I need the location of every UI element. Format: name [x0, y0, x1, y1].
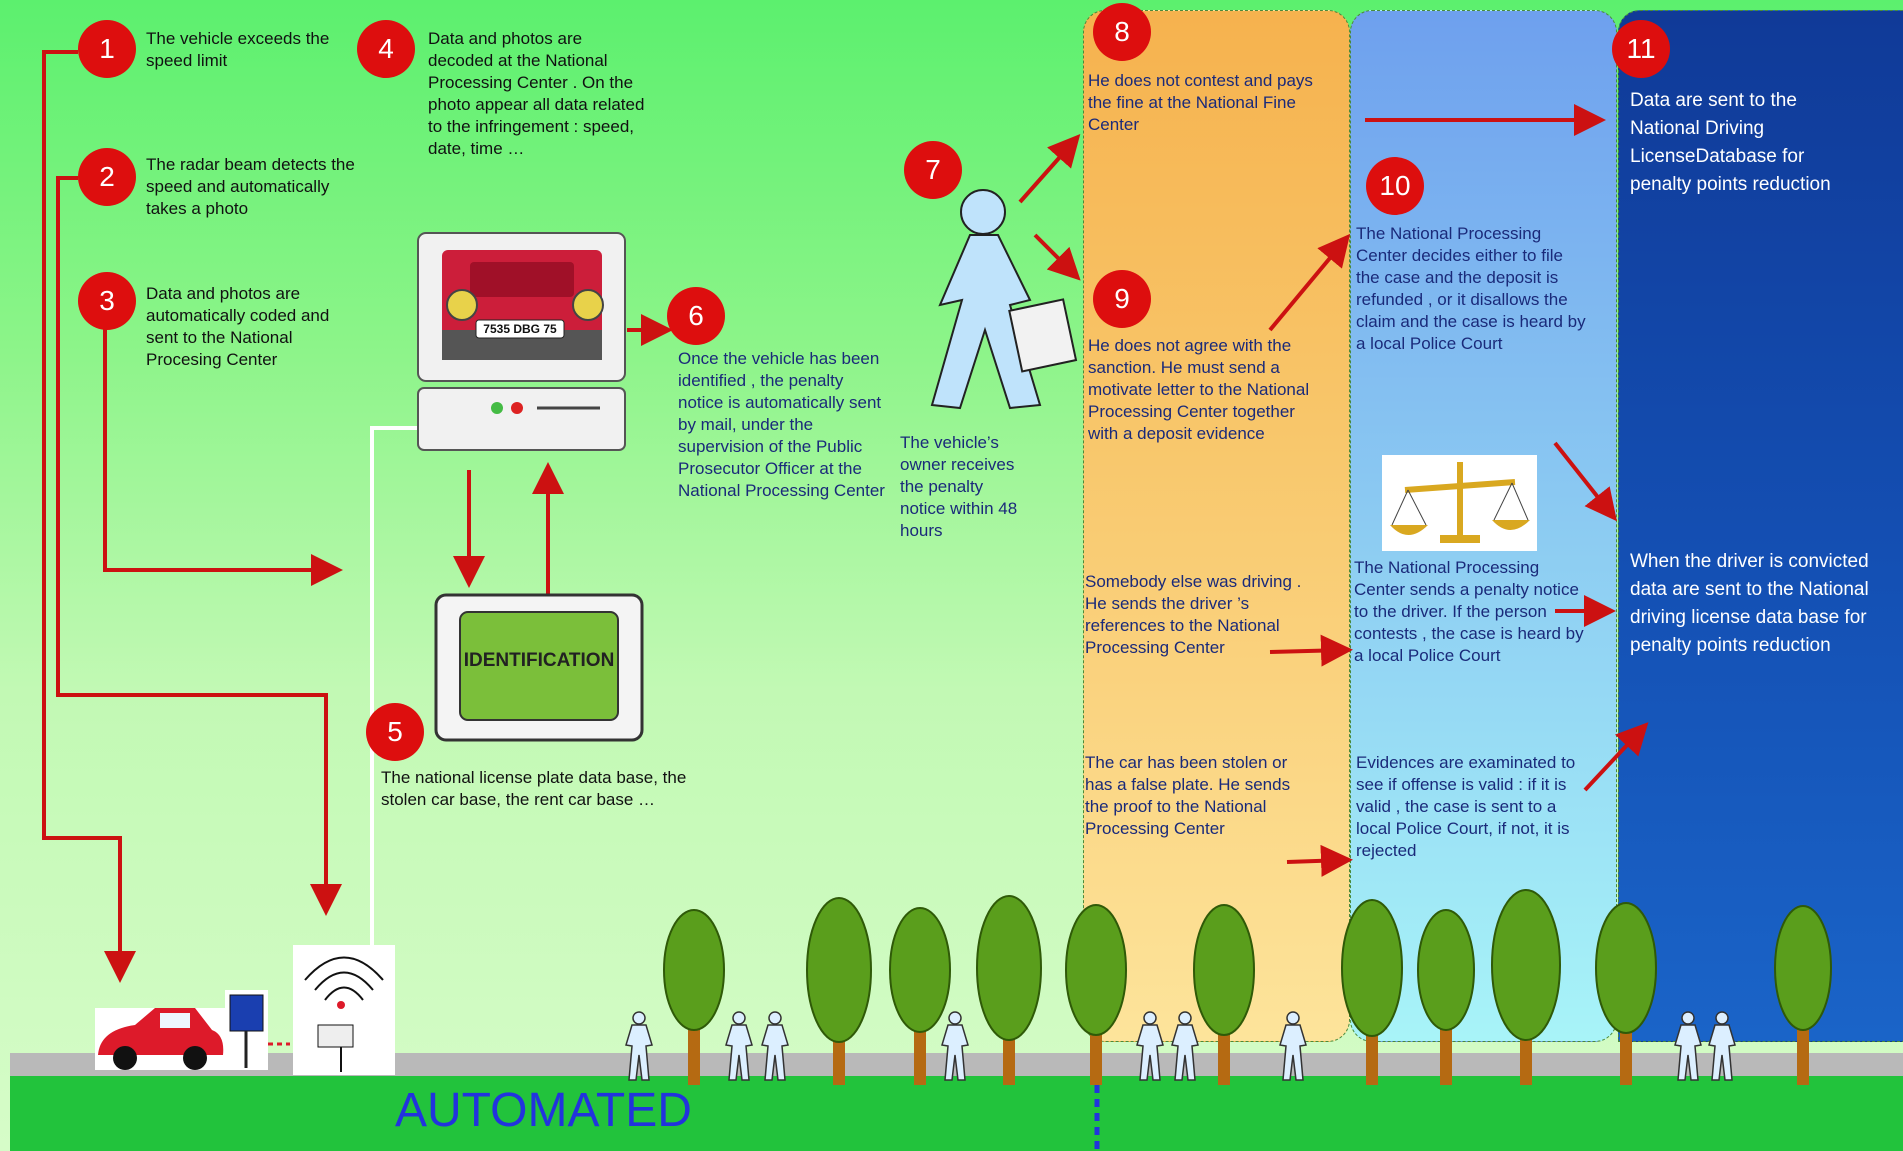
step-5-text: The national license plate data base, th… [381, 768, 687, 809]
trees [663, 889, 1832, 1085]
evidences-text: Evidences are examinated to see if offen… [1356, 753, 1576, 860]
step-11-text: Data are sent to the National Driving Li… [1630, 90, 1831, 195]
pedestrian-icon [625, 1011, 653, 1081]
radar-camera-icon [293, 945, 395, 1075]
step-badge-2: 2 [78, 148, 136, 206]
pedestrian-icon [941, 1011, 969, 1081]
pedestrian-icon [1708, 1011, 1736, 1081]
tree-icon [889, 907, 951, 1085]
step-badge-8: 8 [1093, 3, 1151, 61]
pedestrian-icon [1136, 1011, 1164, 1081]
grass-strip [10, 1076, 1903, 1151]
tree-icon [1417, 909, 1475, 1085]
step-badge-3: 3 [78, 272, 136, 330]
automated-label: AUTOMATED [395, 1084, 692, 1137]
license-plate: 7535 DBG 75 [483, 322, 557, 336]
step-1-text: The vehicle exceeds the speed limit [146, 29, 330, 70]
tree-icon [1595, 902, 1657, 1085]
step-badge-5: 5 [366, 703, 424, 761]
tree-icon [806, 897, 872, 1085]
tree-icon [976, 895, 1042, 1085]
step-10-text: The National Processing Center decides e… [1356, 224, 1586, 353]
step-4-text: Data and photos are decoded at the Natio… [428, 29, 645, 158]
computer-monitor [417, 232, 626, 451]
pedestrian-icon [725, 1011, 753, 1081]
step-6-text: Once the vehicle has been identified , t… [678, 349, 885, 500]
step-badge-11: 11 [1612, 20, 1670, 78]
vehicle-owner-figure [930, 189, 1078, 410]
contest-column [1083, 10, 1350, 1042]
step-7-text: The vehicle’s owner receives the penalty… [900, 433, 1018, 540]
pedestrian-icon [1171, 1011, 1199, 1081]
stolen-car-text: The car has been stolen or has a false p… [1085, 753, 1291, 838]
step-8-text: He does not contest and pays the fine at… [1088, 71, 1313, 134]
pedestrian-icon [1674, 1011, 1702, 1081]
car-icon [95, 1008, 225, 1070]
identification-screen [434, 593, 644, 742]
pedestrian-icon [761, 1011, 789, 1081]
scales-of-justice-icon [1382, 455, 1537, 551]
step-badge-10: 10 [1366, 157, 1424, 215]
someone-else-text: Somebody else was driving . He sends the… [1085, 572, 1302, 657]
step-2-text: The radar beam detects the speed and aut… [146, 155, 355, 218]
step-9-text: He does not agree with the sanction. He … [1088, 336, 1310, 443]
tree-icon [1193, 904, 1255, 1085]
license-database-column [1618, 10, 1903, 1042]
tree-icon [1065, 904, 1127, 1085]
tree-icon [663, 909, 725, 1085]
step-badge-7: 7 [904, 141, 962, 199]
tree-icon [1774, 905, 1832, 1085]
step-badge-4: 4 [357, 20, 415, 78]
step-badge-6: 6 [667, 287, 725, 345]
identification-label: IDENTIFICATION [463, 650, 615, 671]
speed-sign-icon [225, 990, 290, 1070]
penalty-notice-driver-text: The National Processing Center sends a p… [1354, 558, 1584, 665]
tree-icon [1491, 889, 1561, 1085]
tree-icon [1341, 899, 1403, 1085]
step-3-text: Data and photos are automatically coded … [146, 284, 330, 369]
pedestrian-icon [1279, 1011, 1307, 1081]
pedestrians [625, 1011, 1736, 1081]
step-badge-1: 1 [78, 20, 136, 78]
step-badge-9: 9 [1093, 270, 1151, 328]
data-cable [370, 426, 418, 945]
driver-convicted-text: When the driver is convicted data are se… [1630, 551, 1869, 656]
